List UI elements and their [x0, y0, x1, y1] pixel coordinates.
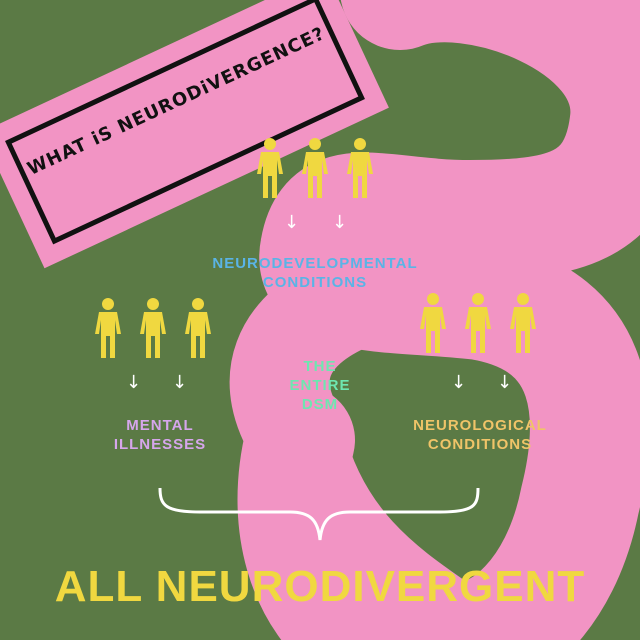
neurodevelopmental-label: NEURODEVELOPMENTAL CONDITIONS — [212, 255, 418, 291]
person-icon — [185, 298, 211, 358]
people-group-right — [420, 293, 537, 355]
arrow-down-icon: ↓ — [172, 372, 188, 393]
person-icon — [95, 298, 121, 358]
curly-brace-icon — [158, 487, 480, 541]
person-icon — [347, 138, 373, 198]
person-icon — [257, 138, 283, 198]
person-icon — [420, 293, 446, 353]
footer-title: ALL NEURODIVERGENT — [54, 562, 586, 611]
arrow-down-icon: ↓ — [126, 372, 142, 393]
arrow-down-icon: ↓ — [332, 212, 348, 233]
person-icon — [140, 298, 166, 358]
arrow-down-icon: ↓ — [497, 372, 513, 393]
entire-dsm-label: THE ENTIRE DSM — [289, 358, 351, 413]
person-icon — [510, 293, 536, 353]
person-icon — [465, 293, 491, 353]
mental-illnesses-label: MENTAL ILLNESSES — [113, 417, 207, 453]
person-icon — [302, 138, 328, 198]
people-group-left — [95, 298, 212, 360]
people-group-top — [257, 138, 374, 200]
arrow-down-icon: ↓ — [451, 372, 467, 393]
arrow-down-icon: ↓ — [284, 212, 300, 233]
neurological-label: NEUROLOGICAL CONDITIONS — [413, 417, 547, 453]
